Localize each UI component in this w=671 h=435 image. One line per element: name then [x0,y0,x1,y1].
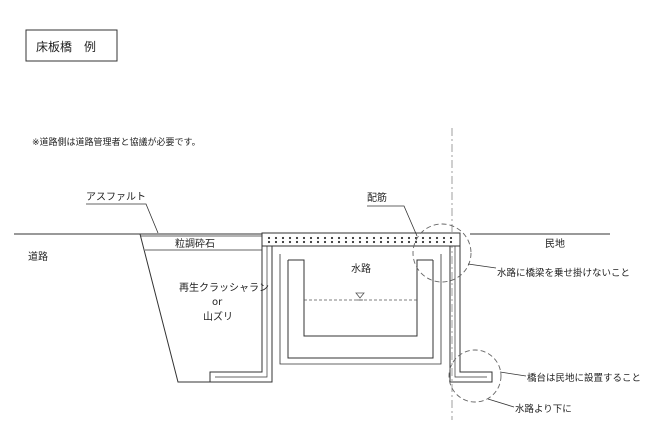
right-abutment-rebar [454,244,487,378]
callout-no-load-on-channel: 水路に橋梁を乗せ掛けないこと [497,267,630,279]
below-waterway-leader [487,398,515,408]
right-abutment [449,233,493,383]
rebar-label: 配筋 [367,191,387,204]
road-label: 道路 [28,250,48,263]
channel-outline-left [279,254,288,365]
excavation-slope [139,233,262,383]
slab-seat-leader [467,263,497,269]
recycled-crusher-run-label: 再生クラッシャラン [179,281,269,294]
waterway-label: 水路 [351,262,371,275]
callout-below-waterway: 水路より下に [515,403,572,415]
channel-inner-wall [303,268,418,337]
channel-outline-right [433,254,442,365]
rebar-leader [367,205,418,237]
callout-abutment-on-private-land: 橋台は民地に設置すること [527,372,641,384]
graded-gravel-label: 粒調砕石 [175,237,215,250]
slab-seat-circle [412,223,472,283]
note-text: ※道路側は道路管理者と協議が必要です。 [32,136,201,148]
channel-right-top [416,259,433,268]
left-abutment-rebar [215,244,268,378]
pit-gravel-label: 山ズリ [203,310,233,323]
abutment-leader [499,371,527,377]
title-box [25,29,118,62]
channel-left-top [288,259,305,268]
channel-outer-wall [287,260,434,359]
abutment-base-circle [448,349,502,403]
title: 床板橋 例 [36,40,96,54]
water-level-mark [355,292,365,299]
asphalt-label: アスファルト [86,192,146,203]
asphalt-leader [86,203,159,234]
slab-rebar-dots [266,236,456,244]
private-land-label: 民地 [545,237,565,250]
or-label: or [212,297,223,308]
left-abutment [209,233,273,383]
